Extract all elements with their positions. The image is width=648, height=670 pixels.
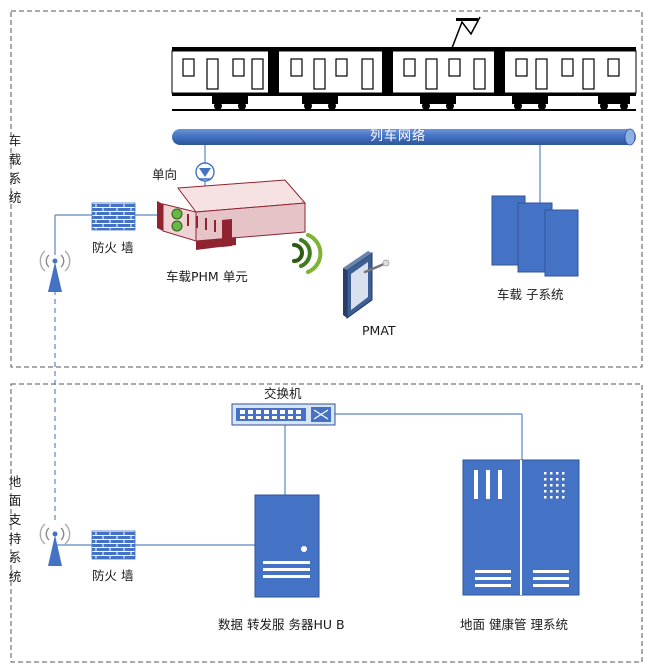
data-server-label: 数据 转发服 务器HU B bbox=[218, 617, 345, 632]
unidirectional-label: 单向 bbox=[152, 167, 178, 182]
ground-antenna-icon bbox=[39, 523, 71, 566]
ground-section-label-char: 持 bbox=[8, 531, 22, 546]
onboard-antenna-icon bbox=[39, 250, 71, 292]
ground-section-label-char: 系 bbox=[8, 550, 22, 565]
ground-section-label-char: 支 bbox=[8, 512, 22, 527]
server-tower-icon bbox=[254, 494, 320, 598]
ground-firewall-label: 防火 墙 bbox=[92, 568, 134, 583]
pmat-tablet-icon bbox=[343, 251, 390, 319]
onboard-section-frame bbox=[10, 10, 643, 368]
onboard-section-label-char: 统 bbox=[8, 190, 22, 205]
pmat-label: PMAT bbox=[362, 323, 396, 338]
switch-label: 交换机 bbox=[264, 386, 302, 401]
onboard-section-label-char: 载 bbox=[8, 152, 22, 167]
ground-section-label-char: 统 bbox=[8, 569, 22, 584]
onboard-section-label-char: 车 bbox=[8, 133, 22, 148]
onboard-subsystem-label: 车载 子系统 bbox=[497, 287, 564, 302]
train-icon bbox=[171, 16, 637, 111]
onboard-firewall-icon bbox=[91, 202, 136, 231]
phm-unit-icon bbox=[157, 179, 307, 250]
onboard-section-label: 车载系统 bbox=[7, 131, 23, 207]
ground-section-label: 地面支持系统 bbox=[7, 472, 23, 586]
onboard-subsystem-icon bbox=[491, 195, 579, 277]
unidirectional-arrow-icon bbox=[195, 162, 215, 182]
ground-section-label-char: 地 bbox=[8, 474, 22, 489]
network-switch-icon bbox=[231, 403, 336, 426]
ground-section-label-char: 面 bbox=[8, 493, 22, 508]
ground-server-rack-icon bbox=[462, 459, 580, 596]
phm-unit-label: 车载PHM 单元 bbox=[166, 269, 248, 284]
train-network-label: 列车网络 bbox=[370, 129, 427, 144]
wireless-signal-icon bbox=[292, 233, 323, 274]
train-network-bus bbox=[172, 128, 636, 146]
ground-firewall-icon bbox=[91, 530, 136, 560]
onboard-section-label-char: 系 bbox=[8, 171, 22, 186]
ground-section-frame bbox=[10, 383, 643, 663]
health-system-label: 地面 健康管 理系统 bbox=[460, 617, 568, 632]
onboard-firewall-label: 防火 墙 bbox=[92, 240, 134, 255]
